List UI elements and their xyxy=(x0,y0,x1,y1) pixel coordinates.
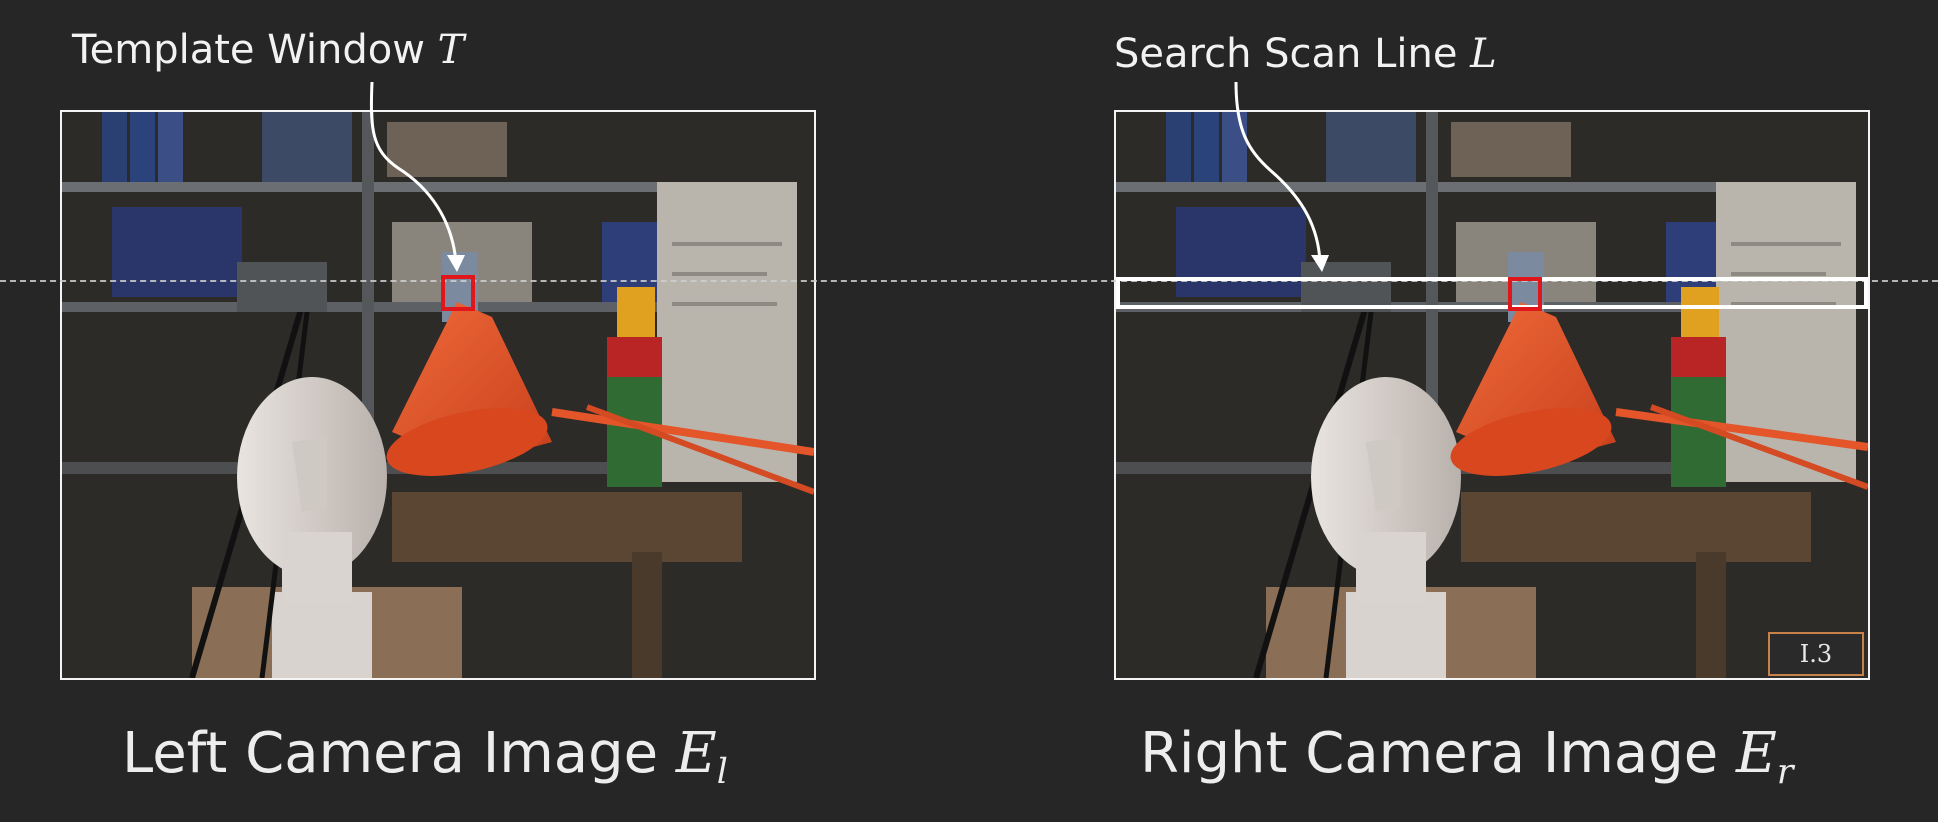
template-window-symbol: T xyxy=(437,27,465,73)
left-scene xyxy=(62,112,814,678)
search-scan-line-symbol: L xyxy=(1470,31,1497,77)
template-window-label: Template Window T xyxy=(72,27,465,73)
right-image-subscript: r xyxy=(1776,752,1794,793)
right-camera-caption: Right Camera Image Er xyxy=(1140,721,1794,793)
slide-number-badge: I.3 xyxy=(1768,632,1864,676)
epipolar-dashed-line xyxy=(0,280,1938,282)
right-scene xyxy=(1116,112,1868,678)
right-camera-image xyxy=(1114,110,1870,680)
left-image-subscript: l xyxy=(716,752,728,793)
left-image-symbol: E xyxy=(675,721,717,786)
search-scan-line-label: Search Scan Line L xyxy=(1114,31,1497,77)
right-image-symbol: E xyxy=(1736,721,1777,786)
left-camera-image xyxy=(60,110,816,680)
left-camera-caption: Left Camera Image El xyxy=(122,721,728,793)
